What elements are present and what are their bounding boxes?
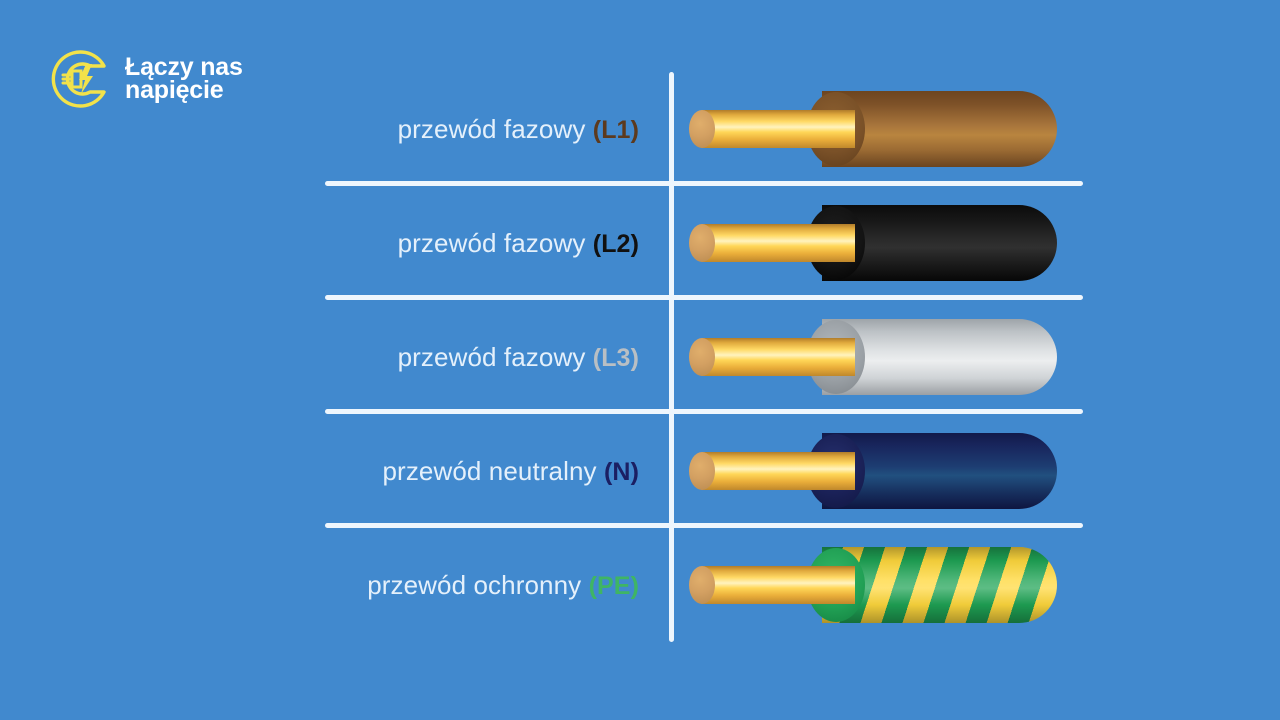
wire-core-3 xyxy=(701,338,855,376)
wire-green-yellow xyxy=(689,547,1057,623)
wire-cell-4 xyxy=(661,414,1083,528)
row-divider-4 xyxy=(325,523,1083,528)
table-row: przewód fazowy (L1) xyxy=(325,72,1083,186)
row-divider-3 xyxy=(325,409,1083,414)
table-row: przewód fazowy (L2) xyxy=(325,186,1083,300)
row-label-5: przewód ochronny (PE) xyxy=(325,570,661,601)
wire-core-1 xyxy=(701,110,855,148)
wire-core-cap-5 xyxy=(689,566,715,604)
row-code-2: (L2) xyxy=(592,229,639,258)
wire-black xyxy=(689,205,1057,281)
row-label-4: przewód neutralny (N) xyxy=(325,456,661,487)
row-divider-2 xyxy=(325,295,1083,300)
table-row: przewód ochronny (PE) xyxy=(325,528,1083,642)
row-label-3: przewód fazowy (L3) xyxy=(325,342,661,373)
wire-gray xyxy=(689,319,1057,395)
wire-color-table: przewód fazowy (L1) przewód fazowy (L2) xyxy=(325,72,1083,642)
brand-logo: Łączy nas napięcie xyxy=(48,46,243,112)
vertical-divider xyxy=(669,72,674,642)
row-code-4: (N) xyxy=(603,457,639,486)
wire-core-cap-2 xyxy=(689,224,715,262)
table-row: przewód fazowy (L3) xyxy=(325,300,1083,414)
row-label-text-2: przewód fazowy xyxy=(397,227,586,258)
brand-name: Łączy nas napięcie xyxy=(125,52,243,104)
wire-navy xyxy=(689,433,1057,509)
row-label-text-5: przewód ochronny xyxy=(367,569,582,600)
row-label-text-3: przewód fazowy xyxy=(397,341,586,372)
row-label-text-4: przewód neutralny xyxy=(382,455,597,486)
row-label-text-1: przewód fazowy xyxy=(397,113,586,144)
row-label-1: przewód fazowy (L1) xyxy=(325,114,661,145)
wire-cell-5 xyxy=(661,528,1083,642)
row-code-5: (PE) xyxy=(588,571,639,600)
row-label-2: przewód fazowy (L2) xyxy=(325,228,661,259)
wire-core-5 xyxy=(701,566,855,604)
wire-brown xyxy=(689,91,1057,167)
row-code-3: (L3) xyxy=(592,343,639,372)
wire-cell-3 xyxy=(661,300,1083,414)
row-divider-1 xyxy=(325,181,1083,186)
wire-cell-2 xyxy=(661,186,1083,300)
wire-core-2 xyxy=(701,224,855,262)
wire-cell-1 xyxy=(661,72,1083,186)
row-code-1: (L1) xyxy=(592,115,639,144)
wire-core-4 xyxy=(701,452,855,490)
table-row: przewód neutralny (N) xyxy=(325,414,1083,528)
plug-lightning-circle-icon xyxy=(51,50,106,108)
wire-core-cap-3 xyxy=(689,338,715,376)
wire-core-cap-1 xyxy=(689,110,715,148)
wire-core-cap-4 xyxy=(689,452,715,490)
